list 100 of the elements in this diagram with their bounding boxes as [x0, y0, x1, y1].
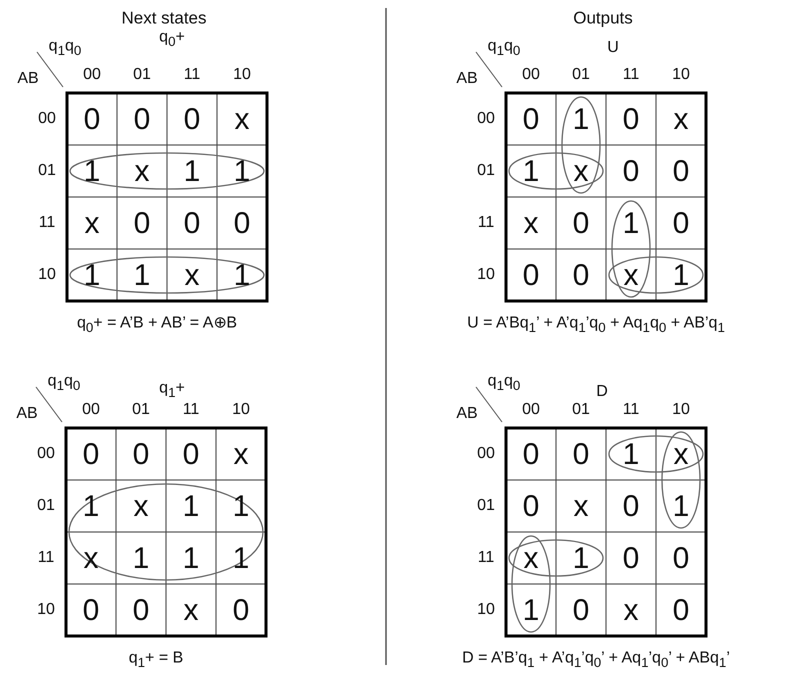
- axis-label: AB: [456, 406, 478, 422]
- map-cell-value: 0: [234, 209, 250, 239]
- map-cell-value: x: [624, 261, 638, 291]
- map-cell-value: 0: [572, 596, 590, 626]
- section-heading: Outputs: [573, 10, 633, 26]
- map-cell-value: 0: [182, 440, 200, 470]
- map-title: U: [607, 40, 619, 56]
- map-cell-value: x: [524, 544, 538, 574]
- row-header: 11: [478, 550, 494, 566]
- row-header: 00: [38, 111, 56, 127]
- row-header: 01: [477, 498, 495, 514]
- map-cell-value: 1: [522, 596, 540, 626]
- column-header: 01: [572, 402, 590, 418]
- map-cell-value: 0: [622, 492, 640, 522]
- boolean-equation: D = A’B’q$_{1}$ + A’q$_{1}$’q$_{0}$’ + Aq$_{1}$’q$_{0}$’ + ABq$_{1}$’: [462, 650, 730, 670]
- map-cell-value: x: [234, 440, 248, 470]
- map-title: q$_{1}$+: [159, 380, 185, 400]
- map-cell-value: 1: [182, 544, 200, 574]
- map-cell-value: 0: [82, 596, 100, 626]
- map-cell-value: 0: [672, 544, 690, 574]
- column-header: 10: [672, 67, 690, 83]
- column-header: 01: [133, 67, 151, 83]
- map-cell-value: 0: [522, 440, 540, 470]
- column-header: 10: [232, 402, 250, 418]
- map-cell-value: 1: [572, 105, 590, 135]
- map-cell-value: x: [184, 261, 200, 291]
- map-cell-value: 1: [134, 261, 150, 291]
- boolean-equation: U = A’Bq$_{1}$’ + A’q$_{1}$’q$_{0}$ + Aq$_{1}$q$_{0}$ + AB’q$_{1}$: [467, 316, 725, 334]
- boolean-equation: q$_{0}$+ = A’B + AB’ = A⊕B: [76, 316, 238, 334]
- map-cell-value: 0: [672, 209, 690, 239]
- row-header: 00: [477, 111, 495, 127]
- column-header: 00: [522, 67, 540, 83]
- map-cell-value: 0: [522, 105, 540, 135]
- map-cell-value: 1: [84, 157, 100, 187]
- map-cell-value: 0: [184, 105, 200, 135]
- map-cell-value: 1: [622, 209, 640, 239]
- map-cell-value: 1: [234, 157, 250, 187]
- column-header: 11: [622, 402, 640, 418]
- map-cell-value: 0: [84, 105, 100, 135]
- map-cell-value: x: [184, 596, 198, 626]
- column-header: 00: [83, 67, 101, 83]
- axis-label: AB: [456, 71, 478, 87]
- map-cell-value: 1: [184, 157, 200, 187]
- map-cell-value: x: [674, 440, 688, 470]
- map-cell-value: x: [674, 105, 688, 135]
- map-cell-value: x: [574, 492, 588, 522]
- axis-label: q$_{1}$q$_{0}$: [488, 374, 520, 392]
- column-header: 01: [572, 67, 590, 83]
- row-header: 11: [38, 215, 56, 231]
- map-cell-value: x: [134, 492, 148, 522]
- column-header: 01: [132, 402, 150, 418]
- column-header: 10: [233, 67, 251, 83]
- map-cell-value: x: [524, 209, 538, 239]
- map-cell-value: 1: [572, 544, 590, 574]
- row-header: 00: [477, 446, 495, 462]
- column-header: 00: [82, 402, 100, 418]
- row-header: 10: [38, 267, 56, 283]
- map-cell-value: 0: [572, 209, 590, 239]
- map-cell-value: 0: [82, 440, 100, 470]
- map-cell-value: 0: [522, 261, 540, 291]
- map-cell-value: 0: [572, 440, 590, 470]
- map-cell-value: 0: [184, 209, 200, 239]
- row-header: 01: [38, 163, 56, 179]
- axis-label: AB: [17, 71, 39, 87]
- map-cell-value: 0: [622, 105, 640, 135]
- map-title: q$_{0}$+: [159, 30, 185, 48]
- column-header: 11: [182, 402, 200, 418]
- column-header: 00: [522, 402, 540, 418]
- map-cell-value: 0: [622, 544, 640, 574]
- map-cell-value: 0: [134, 105, 150, 135]
- map-cell-value: 0: [622, 157, 640, 187]
- map-cell-value: x: [624, 596, 638, 626]
- map-cell-value: 1: [522, 157, 540, 187]
- column-header: 10: [672, 402, 690, 418]
- map-cell-value: 0: [132, 440, 150, 470]
- column-header: 11: [184, 67, 200, 83]
- map-cell-value: 1: [622, 440, 640, 470]
- row-header: 10: [37, 602, 55, 618]
- map-cell-value: 0: [572, 261, 590, 291]
- row-header: 10: [477, 602, 495, 618]
- map-title: D: [596, 384, 608, 400]
- map-cell-value: x: [134, 157, 150, 187]
- axis-label: AB: [16, 406, 38, 422]
- map-cell-value: 1: [84, 261, 100, 291]
- boolean-equation: q$_{1}$+ = B: [128, 650, 184, 670]
- axis-label: q$_{1}$q$_{0}$: [488, 38, 520, 58]
- column-header: 11: [622, 67, 640, 83]
- map-cell-value: x: [234, 105, 250, 135]
- map-cell-value: 0: [672, 157, 690, 187]
- map-cell-value: x: [84, 209, 100, 239]
- map-cell-value: 1: [234, 261, 250, 291]
- map-cell-value: 1: [672, 492, 690, 522]
- axis-label: q$_{1}$q$_{0}$: [48, 38, 82, 58]
- map-cell-value: 0: [232, 596, 250, 626]
- row-header: 11: [478, 215, 494, 231]
- map-cell-value: 1: [182, 492, 200, 522]
- row-header: 01: [477, 163, 495, 179]
- map-cell-value: 0: [522, 492, 540, 522]
- section-heading: Next states: [121, 10, 207, 26]
- map-cell-value: x: [574, 157, 588, 187]
